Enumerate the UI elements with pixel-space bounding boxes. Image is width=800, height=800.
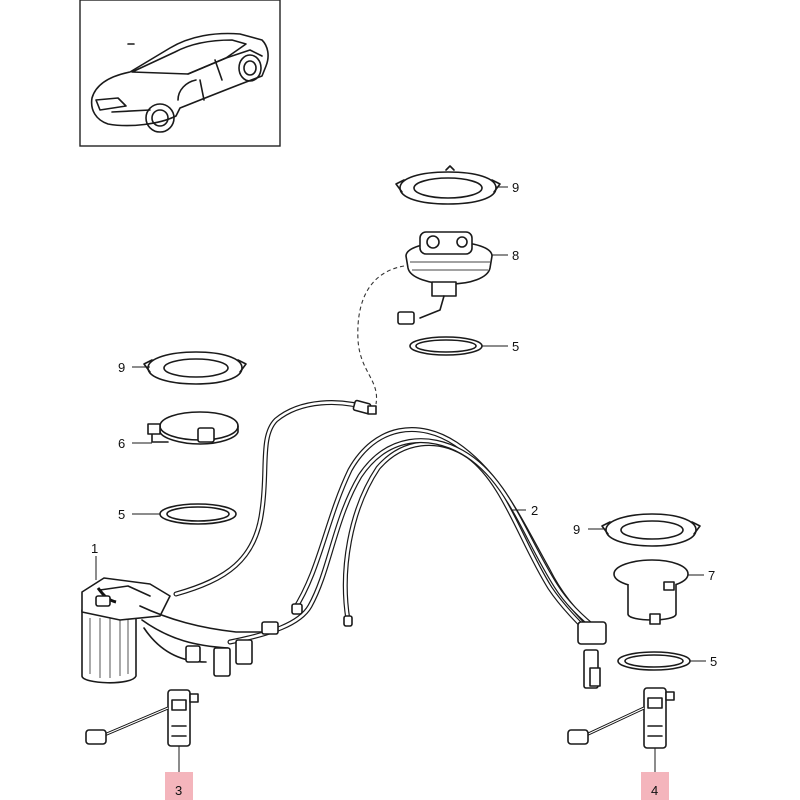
callout-9-top[interactable]: 9	[512, 180, 519, 195]
routing-dashed-line	[357, 265, 405, 405]
top-locking-ring	[395, 165, 501, 205]
level-sensor-right	[567, 687, 675, 749]
right-hose-connector	[577, 621, 607, 689]
car-illustration	[90, 32, 269, 133]
fuel-line-hoses	[173, 400, 603, 645]
right-pump-module	[613, 559, 689, 625]
callout-9-left[interactable]: 9	[118, 360, 125, 375]
callout-1[interactable]: 1	[91, 541, 98, 556]
callout-5-right[interactable]: 5	[710, 654, 717, 669]
left-tank-module	[81, 577, 279, 684]
level-sensor-left	[85, 689, 199, 747]
callout-9-right[interactable]: 9	[573, 522, 580, 537]
callout-5-left[interactable]: 5	[118, 507, 125, 522]
callout-4[interactable]: 4	[651, 783, 658, 798]
callout-5-top[interactable]: 5	[512, 339, 519, 354]
callout-3[interactable]: 3	[175, 783, 182, 798]
highlight-box-4	[641, 772, 669, 800]
hose-connector-top	[352, 399, 377, 415]
callout-7[interactable]: 7	[708, 568, 715, 583]
right-seal-ring	[617, 651, 691, 671]
callout-6[interactable]: 6	[118, 436, 125, 451]
highlight-box-3	[165, 772, 193, 800]
left-locking-ring	[143, 351, 247, 385]
callout-8[interactable]: 8	[512, 248, 519, 263]
hose-end-caps	[291, 603, 353, 627]
top-pump-flange	[397, 231, 493, 325]
left-seal-ring	[159, 503, 237, 525]
left-sender-flange	[147, 411, 239, 445]
top-seal-ring	[409, 336, 483, 356]
right-locking-ring	[601, 513, 701, 547]
vehicle-thumbnail	[79, 0, 281, 147]
callout-2[interactable]: 2	[531, 503, 538, 518]
